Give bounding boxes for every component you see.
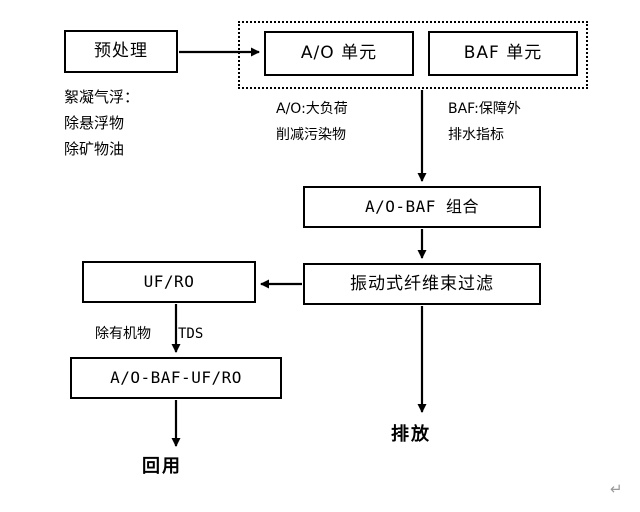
node-ao-unit-label: A/O 单元 bbox=[300, 43, 378, 63]
note-pretreatment-line1: 絮凝气浮： bbox=[64, 88, 140, 106]
note-baf-line2: 排水指标 bbox=[448, 127, 504, 143]
note-pretreatment-line2: 除悬浮物 bbox=[64, 114, 125, 132]
biological-treatment-group-border bbox=[238, 21, 588, 89]
node-uf-ro[interactable]: UF/RO bbox=[82, 261, 256, 303]
note-ufro-tds: TDS bbox=[178, 326, 204, 342]
note-ufro-remove-organics: 除有机物 bbox=[95, 326, 151, 342]
node-baf-unit[interactable]: BAF 单元 bbox=[428, 31, 578, 76]
node-ao-unit[interactable]: A/O 单元 bbox=[264, 31, 414, 76]
node-vibrating-fiber-filter-label: 振动式纤维束过滤 bbox=[350, 273, 494, 294]
node-ao-baf-combination[interactable]: A/O-BAF 组合 bbox=[303, 186, 541, 228]
node-ao-baf-uf-ro[interactable]: A/O-BAF-UF/RO bbox=[70, 357, 282, 399]
paragraph-return-mark: ↵ bbox=[610, 480, 623, 498]
node-uf-ro-label: UF/RO bbox=[143, 272, 195, 291]
note-ao-line1: A/O:大负荷 bbox=[276, 101, 348, 117]
node-ao-baf-uf-ro-label: A/O-BAF-UF/RO bbox=[110, 368, 242, 387]
terminal-discharge: 排放 bbox=[391, 424, 431, 445]
note-baf-line1: BAF:保障外 bbox=[448, 101, 521, 117]
note-ao-line2: 削减污染物 bbox=[276, 127, 346, 143]
node-ao-baf-combination-label: A/O-BAF 组合 bbox=[364, 197, 480, 216]
terminal-reuse: 回用 bbox=[142, 456, 182, 477]
node-vibrating-fiber-filter[interactable]: 振动式纤维束过滤 bbox=[303, 263, 541, 305]
note-pretreatment-line3: 除矿物油 bbox=[64, 140, 125, 158]
node-baf-unit-label: BAF 单元 bbox=[463, 43, 543, 63]
node-pretreatment[interactable]: 预处理 bbox=[64, 30, 178, 73]
node-pretreatment-label: 预处理 bbox=[94, 41, 148, 61]
